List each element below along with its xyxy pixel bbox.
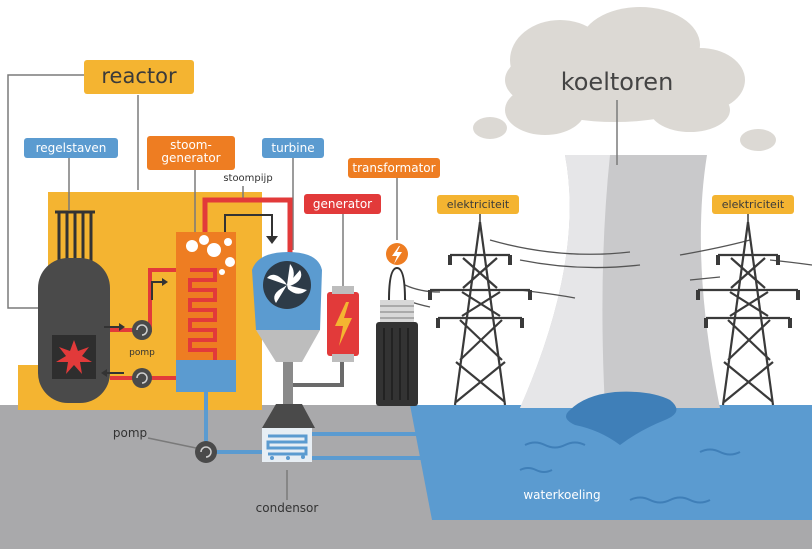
condensor-coil xyxy=(266,434,308,456)
pylon-right xyxy=(698,221,798,406)
tower-water-spray xyxy=(566,391,677,445)
arrow-head-up xyxy=(162,278,168,286)
turbine-base xyxy=(256,330,320,362)
reactor-vessel xyxy=(38,258,110,403)
turbine-label: turbine xyxy=(262,138,324,158)
stoomgenerator-label-line1: stoom- xyxy=(170,138,212,152)
transformator-label: transformator xyxy=(348,158,440,178)
generator-cap-bottom xyxy=(332,354,354,362)
condensor-label: condensor xyxy=(255,501,319,515)
flow-arrows xyxy=(104,214,273,374)
pump-icon-upper xyxy=(132,320,152,340)
pylon-left-insulators xyxy=(428,255,532,328)
fission-burst-icon xyxy=(56,340,92,374)
generator-shaft xyxy=(293,355,344,387)
pomp-large-label: pomp xyxy=(112,426,148,440)
elektriciteit-right-label: elektriciteit xyxy=(712,195,794,214)
transformer-body xyxy=(376,322,418,406)
steam-pipe xyxy=(202,197,293,256)
steam-generator-water xyxy=(176,360,236,392)
pump-icon-large xyxy=(195,441,217,463)
stoomgenerator-label: stoom- generator xyxy=(147,136,235,170)
arrow-head-turbine xyxy=(266,236,278,244)
generator-cap-top xyxy=(332,286,354,294)
steam-generator-coil xyxy=(188,268,217,360)
callout-lines xyxy=(7,74,398,500)
pylon-right-insulators xyxy=(696,255,800,328)
water-basin xyxy=(410,405,812,520)
transformer-coil xyxy=(388,266,406,301)
pump-icon-lower xyxy=(132,368,152,388)
lightning-icon xyxy=(335,302,352,346)
turbine-shaft xyxy=(283,362,293,404)
fan-icon xyxy=(267,264,307,303)
condensor-hood xyxy=(262,404,315,428)
condensor-droplets xyxy=(270,455,305,460)
waterkoeling-label: waterkoeling xyxy=(523,488,601,502)
steam-bubbles xyxy=(186,235,235,275)
cooling-tower-shade xyxy=(520,155,610,408)
pylon-left xyxy=(430,221,530,406)
transformator-lightning-icon xyxy=(392,246,402,264)
arrow-head-pump-left xyxy=(101,369,107,377)
stoomgenerator-label-line2: generator xyxy=(161,151,221,165)
stoompijp-label: stoompijp xyxy=(223,173,273,184)
water-waves xyxy=(519,441,741,504)
generator-label: generator xyxy=(304,194,381,214)
koeltoren-label: koeltoren xyxy=(560,68,674,96)
elektriciteit-left-label: elektriciteit xyxy=(437,195,519,214)
arrow-head-pump-right xyxy=(119,323,125,331)
pomp-small-label: pomp xyxy=(129,348,155,358)
reactor-label: reactor xyxy=(84,60,194,94)
transformer-fins xyxy=(383,328,409,400)
regelstaven-label: regelstaven xyxy=(24,138,118,158)
steam-cloud xyxy=(473,7,776,151)
